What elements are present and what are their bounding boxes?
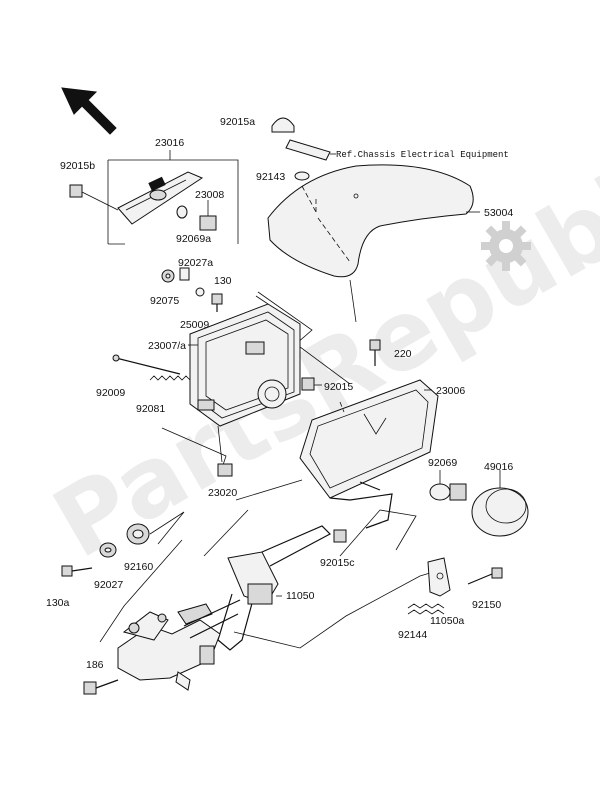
callout-23007a: 23007/a	[148, 340, 186, 352]
part-92075	[161, 269, 175, 283]
callout-130a: 130a	[46, 597, 70, 609]
callout-92160: 92160	[124, 561, 153, 573]
callout-92075: 92075	[150, 295, 179, 307]
part-92009	[112, 354, 181, 375]
callout-23006: 23006	[436, 385, 465, 397]
part-92160	[126, 523, 150, 545]
callout-92143: 92143	[256, 171, 285, 183]
callout-92009: 92009	[96, 387, 125, 399]
part-23008	[199, 200, 217, 231]
part-130	[211, 293, 223, 312]
callout-11050: 11050	[286, 590, 315, 602]
callout-92027a: 92027a	[178, 257, 213, 269]
part-92015c	[333, 529, 347, 543]
part-92027	[99, 542, 117, 558]
callout-186: 186	[86, 659, 104, 671]
callout-92015a: 92015a	[220, 116, 255, 128]
callout-25009: 25009	[180, 319, 209, 331]
direction-arrow-icon	[61, 87, 117, 135]
tail-light-body	[117, 171, 204, 225]
part-53004	[267, 164, 474, 278]
callout-49016: 49016	[484, 461, 513, 473]
part-23006	[299, 379, 439, 529]
part-130a	[61, 565, 93, 577]
callout-92015b: 92015b	[60, 160, 95, 172]
reference-note: Ref.Chassis Electrical Equipment	[336, 150, 509, 160]
callout-11050a: 11050a	[430, 615, 464, 627]
callout-92081: 92081	[136, 403, 165, 415]
callout-92069: 92069	[428, 457, 457, 469]
part-23007a	[189, 295, 301, 427]
part-25009	[195, 287, 205, 297]
part-49016	[471, 470, 529, 537]
callout-92069a: 92069a	[176, 233, 211, 245]
callout-92015: 92015	[324, 381, 353, 393]
part-220	[369, 339, 381, 366]
part-92015	[301, 377, 315, 391]
part-11050	[217, 525, 331, 651]
mounting-frame	[117, 599, 241, 691]
part-92143	[294, 171, 310, 181]
part-92015a	[271, 117, 336, 161]
part-92144	[407, 603, 445, 615]
part-92150	[467, 567, 503, 585]
gear-icon	[481, 221, 531, 271]
part-11050a	[427, 557, 451, 597]
callout-130: 130	[214, 275, 232, 287]
callout-92144: 92144	[398, 629, 427, 641]
part-92069a	[176, 205, 188, 219]
callout-220: 220	[394, 348, 412, 360]
part-23020	[217, 463, 233, 477]
part-92081	[149, 375, 191, 381]
part-92015b	[69, 184, 119, 211]
callout-23020: 23020	[208, 487, 237, 499]
callout-92150: 92150	[472, 599, 501, 611]
callout-23016: 23016	[155, 137, 184, 149]
part-186	[83, 679, 119, 695]
part-92027a	[179, 267, 190, 281]
callout-23008: 23008	[195, 189, 224, 201]
tail-light-bracket-group	[107, 150, 239, 245]
callout-53004: 53004	[484, 207, 513, 219]
part-92069	[429, 470, 467, 501]
callout-92015c: 92015c	[320, 557, 354, 569]
callout-92027: 92027	[94, 579, 123, 591]
